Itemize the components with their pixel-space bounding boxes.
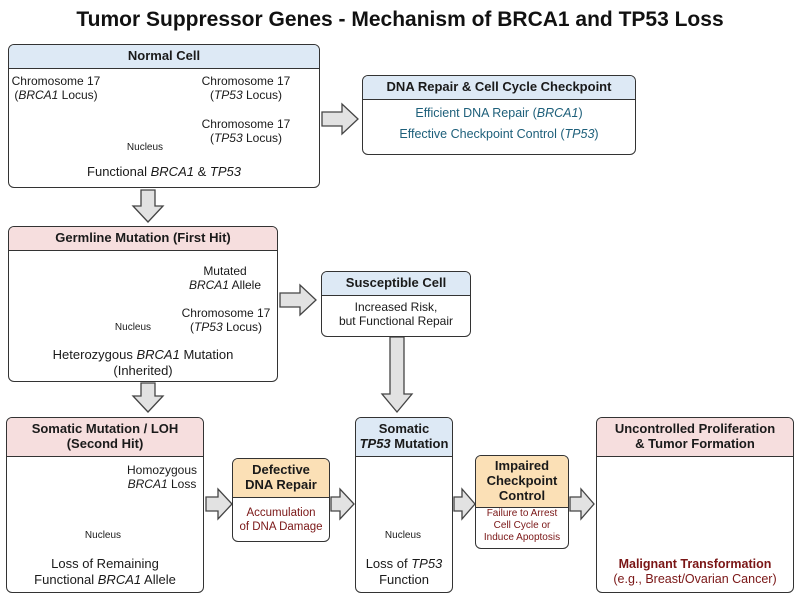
arrow-impaired-to-tumor <box>569 487 595 521</box>
tp53-nucleus-label: Nucleus <box>384 530 422 541</box>
germline-caption: Heterozygous BRCA1 Mutation (Inherited) <box>52 347 234 378</box>
dna-repair-header: DNA Repair & Cell Cycle Checkpoint <box>363 76 635 100</box>
defective-repair-header: Defective DNA Repair <box>233 459 329 498</box>
impaired-checkpoint-text: Failure to Arrest Cell Cycle or Induce A… <box>483 508 561 543</box>
loh-homozygous-label: Homozygous BRCA1 Loss <box>126 463 198 492</box>
impaired-checkpoint-header: Impaired Checkpoint Control <box>476 456 568 508</box>
normal-chr17-tp53-bottom-label: Chromosome 17 (TP53 Locus) <box>201 117 291 146</box>
tumor-header: Uncontrolled Proliferation & Tumor Forma… <box>597 418 793 457</box>
germline-mutated-label: Mutated BRCA1 Allele <box>188 264 262 293</box>
normal-chr17-brca1-label: Chromosome 17 (BRCA1 Locus) <box>11 74 101 103</box>
dna-repair-line1: Efficient DNA Repair (BRCA1) <box>415 106 583 120</box>
defective-repair-box: Defective DNA Repair <box>232 458 330 542</box>
diagram-title: Tumor Suppressor Genes - Mechanism of BR… <box>76 8 724 31</box>
dna-repair-line2: Effective Checkpoint Control (TP53) <box>399 127 599 141</box>
normal-cell-box: Normal Cell <box>8 44 320 188</box>
somatic-tp53-header: Somatic TP53 Mutation <box>356 418 452 457</box>
susceptible-header: Susceptible Cell <box>322 272 470 296</box>
loh-caption: Loss of Remaining Functional BRCA1 Allel… <box>34 556 176 587</box>
germline-box: Germline Mutation (First Hit) <box>8 226 278 382</box>
susceptible-box: Susceptible Cell <box>321 271 471 337</box>
tp53-caption: Loss of TP53 Function <box>365 556 443 587</box>
germline-header: Germline Mutation (First Hit) <box>9 227 277 251</box>
susceptible-text: Increased Risk, but Functional Repair <box>338 300 454 329</box>
tumor-box: Uncontrolled Proliferation & Tumor Forma… <box>596 417 794 593</box>
normal-nucleus-label: Nucleus <box>126 142 164 153</box>
tumor-caption: Malignant Transformation (e.g., Breast/O… <box>613 557 777 586</box>
somatic-loh-header: Somatic Mutation / LOH (Second Hit) <box>7 418 203 457</box>
defective-repair-text: Accumulation of DNA Damage <box>239 507 323 533</box>
arrow-susceptible-to-tp53 <box>380 336 414 414</box>
loh-nucleus-label: Nucleus <box>84 530 122 541</box>
dna-repair-box: DNA Repair & Cell Cycle Checkpoint <box>362 75 636 155</box>
arrow-normal-to-repair <box>321 102 359 136</box>
normal-cell-header: Normal Cell <box>9 45 319 69</box>
arrow-defective-to-tp53 <box>330 487 355 521</box>
somatic-tp53-box: Somatic TP53 Mutation <box>355 417 453 593</box>
normal-chr17-tp53-top-label: Chromosome 17 (TP53 Locus) <box>201 74 291 103</box>
arrow-tp53-to-impaired <box>453 487 476 521</box>
impaired-checkpoint-box: Impaired Checkpoint Control <box>475 455 569 549</box>
arrow-loh-to-defective <box>205 487 233 521</box>
arrow-normal-to-germline <box>131 189 165 223</box>
arrow-germline-to-loh <box>131 382 165 413</box>
germline-chr17-label: Chromosome 17 (TP53 Locus) <box>181 306 271 335</box>
germline-nucleus-label: Nucleus <box>114 322 152 333</box>
somatic-loh-box: Somatic Mutation / LOH (Second Hit) <box>6 417 204 593</box>
arrow-germline-to-susceptible <box>279 283 317 317</box>
normal-cell-caption: Functional BRCA1 & TP53 <box>87 164 241 179</box>
